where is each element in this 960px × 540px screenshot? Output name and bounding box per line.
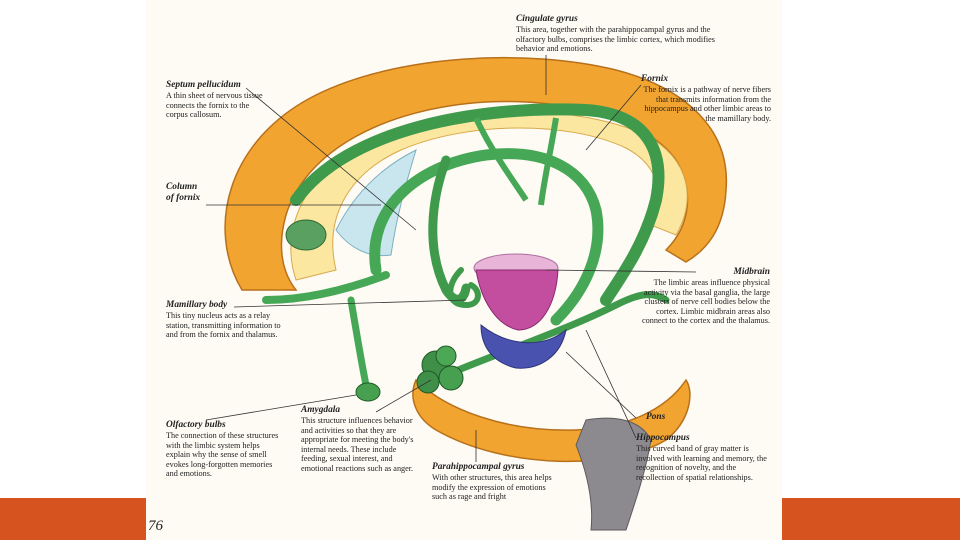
hippocampus-band <box>442 291 670 379</box>
midbrain-body <box>475 269 559 331</box>
midbrain-desc: The limbic areas influence physical acti… <box>642 278 770 326</box>
column-title: Column of fornix <box>166 182 201 203</box>
olfactory-stalk <box>347 296 370 389</box>
parahippocampal-title: Parahippocampal gyrus <box>432 462 525 472</box>
fornix-branch-2 <box>538 117 559 206</box>
accent-bar-right <box>782 498 960 540</box>
label-parahippocampal-gyrus: Parahippocampal gyrus With other structu… <box>432 462 562 502</box>
amygdala-cluster <box>416 345 464 394</box>
amygdala-title: Amygdala <box>301 405 341 415</box>
label-hippocampus: Hippocampus This curved band of gray mat… <box>636 433 771 482</box>
septum-title: Septum pellucidum <box>166 80 241 90</box>
label-olfactory-bulbs: Olfactory bulbs The connection of these … <box>166 420 284 479</box>
midbrain-title: Midbrain <box>733 267 770 277</box>
fornix-column <box>428 155 471 304</box>
fornix-desc: The fornix is a pathway of nerve fibers … <box>643 85 771 123</box>
limbic-system-illustration <box>205 55 728 531</box>
label-septum-pellucidum: Septum pellucidum A thin sheet of nervou… <box>166 80 266 120</box>
septal-nucleus <box>285 219 327 251</box>
pons-region <box>480 323 567 369</box>
brainstem <box>575 417 652 531</box>
olfactory-title: Olfactory bulbs <box>166 420 226 430</box>
mamillary-hook <box>447 267 481 309</box>
cingulate-gyrus <box>224 56 728 291</box>
olfactory-tract <box>262 271 390 304</box>
pons-title: Pons <box>646 412 666 422</box>
fornix-branch <box>473 116 529 202</box>
olfactory-bulb <box>355 382 381 402</box>
fornix-title: Fornix <box>641 74 669 84</box>
textbook-page: Cingulate gyrus This area, together with… <box>146 0 782 540</box>
page-number: 76 <box>148 518 163 534</box>
cingulate-desc: This area, together with the parahippoca… <box>516 25 715 54</box>
mamillary-title: Mamillary body <box>166 300 228 310</box>
amygdala-desc: This structure influences behavior and a… <box>301 416 414 473</box>
label-fornix: Fornix The fornix is a pathway of nerve … <box>641 74 771 123</box>
hippocampus-title: Hippocampus <box>636 433 690 443</box>
hippocampus-desc: This curved band of gray matter is invol… <box>636 444 767 482</box>
label-cingulate-gyrus: Cingulate gyrus This area, together with… <box>516 14 726 54</box>
label-mamillary-body: Mamillary body This tiny nucleus acts as… <box>166 300 281 340</box>
label-midbrain: Midbrain The limbic areas influence phys… <box>636 267 770 326</box>
mamillary-desc: This tiny nucleus acts as a relay statio… <box>166 311 281 340</box>
olfactory-desc: The connection of these structures with … <box>166 431 279 479</box>
accent-bar-left <box>0 498 146 540</box>
fornix-arc-outer <box>290 103 665 306</box>
cingulate-title: Cingulate gyrus <box>516 14 578 24</box>
leader-lines <box>205 55 697 462</box>
parahippocampal-desc: With other structures, this area helps m… <box>432 473 552 502</box>
label-column-of-fornix: Column of fornix <box>166 182 206 204</box>
label-pons: Pons <box>646 412 706 423</box>
septum-desc: A thin sheet of nervous tissue connects … <box>166 91 263 120</box>
label-amygdala: Amygdala This structure influences behav… <box>301 405 421 474</box>
